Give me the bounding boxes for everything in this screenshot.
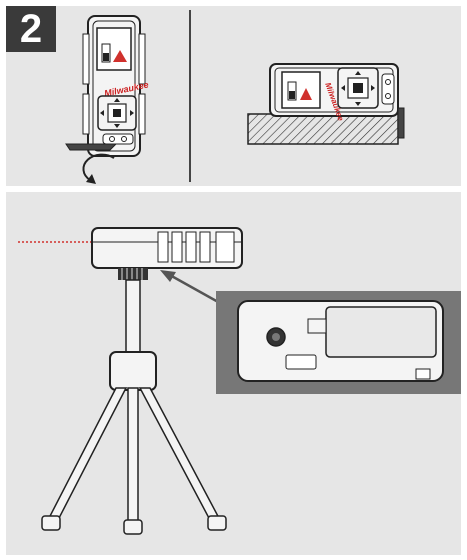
top-illustration-panel: 2 Milwaukee [6,6,461,186]
svg-text:Milwaukee: Milwaukee [323,81,345,122]
mount-socket-inset [216,291,461,394]
horizontal-device-illustration [247,63,405,145]
step-number-badge: 2 [6,6,56,52]
laser-beam-line [18,241,96,243]
rotate-arrow-icon [65,143,118,184]
tripod-illustration [41,227,243,535]
brand-logo-horizontal: Milwaukee [323,81,345,122]
brand-logo-vertical: Milwaukee [103,79,149,98]
panel-divider [189,10,191,182]
bottom-illustration-panel [6,192,461,555]
keypad-vertical [97,95,137,145]
